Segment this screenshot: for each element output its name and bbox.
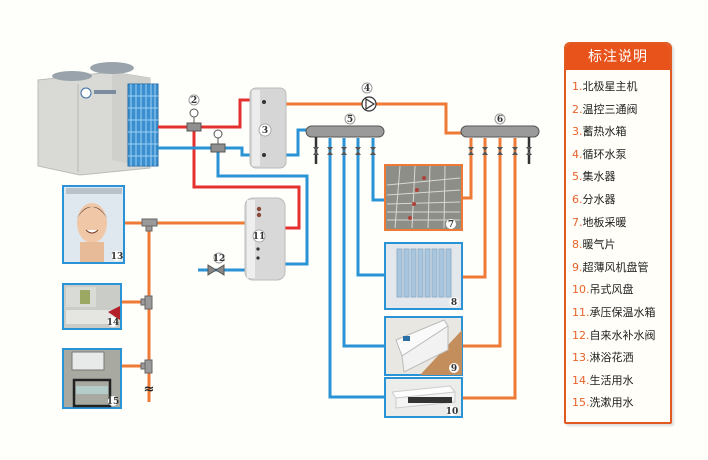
distributor-manifold: [460, 125, 540, 164]
circulation-pump[interactable]: [361, 96, 377, 112]
pipe-collector-to-floor: [371, 138, 385, 202]
heat-pump-unit: [37, 62, 159, 176]
marker-11: 11: [253, 232, 266, 242]
floor-heating-image: 7: [384, 164, 463, 231]
fan-coil-image: 9: [384, 316, 463, 376]
marker-4: 4: [364, 84, 370, 94]
legend-item: 9.超薄风机盘管: [572, 260, 649, 274]
legend-item: 11.承压保温水箱: [572, 305, 656, 319]
pipe-collector-to-fancoil: [342, 138, 385, 348]
radiator-image: 8: [384, 242, 463, 310]
pressurized-tank: 11: [244, 197, 286, 281]
ceiling-fan-coil-image: 10: [384, 377, 463, 418]
marker-9: 9: [451, 364, 457, 374]
collector-manifold: [305, 125, 385, 164]
makeup-water-valve[interactable]: [207, 264, 225, 276]
pipe-distributor-to-radiator: [463, 138, 487, 279]
legend-item: 10.吊式风盘: [572, 283, 634, 297]
collector-feed-pipe: [285, 128, 312, 157]
legend-item: 12.自来水补水阀: [572, 328, 656, 342]
legend-item: 8.暖气片: [572, 238, 616, 252]
hot-branch-pipe: [192, 127, 301, 230]
marker-5: 5: [347, 115, 353, 125]
hot-supply-pipe: [158, 98, 250, 129]
thermostatic-valve-return[interactable]: [210, 129, 226, 153]
legend-item: 15.洗漱用水: [572, 396, 634, 410]
storage-tank: 3: [249, 87, 287, 169]
pipe-collector-to-ceiling: [328, 138, 385, 399]
cold-return-pipe: [158, 146, 250, 157]
cold-branch-pipe: [216, 148, 309, 266]
legend-item: 4.循环水泵: [572, 147, 627, 161]
legend-item: 5.集水器: [572, 170, 616, 184]
pipe-distributor-to-floor: [462, 138, 473, 200]
pipe-distributor-to-fancoil: [463, 138, 502, 348]
pipe-distributor-to-ceiling: [463, 138, 517, 400]
legend-item: 1.北极星主机: [572, 80, 638, 93]
marker-13: 13: [111, 252, 124, 262]
marker-14: 14: [107, 318, 120, 328]
marker-3: 3: [262, 126, 268, 136]
kitchen-tap-image: 14: [62, 283, 122, 330]
marker-7: 7: [448, 220, 454, 230]
legend-item: 2.温控三通阀: [572, 102, 638, 116]
legend-title: 标注说明: [566, 44, 670, 70]
marker-15: 15: [107, 397, 120, 407]
thermostatic-valve[interactable]: [186, 108, 202, 132]
pipe-collector-to-radiator: [356, 138, 385, 277]
shower-image: 13: [62, 185, 125, 264]
pipe-tees: [140, 218, 158, 374]
legend-item: 7.地板采暖: [572, 215, 627, 229]
legend-panel: 标注说明 1.北极星主机 2.温控三通阀 3.蓄热水箱 4.循环水泵 5.集水器…: [564, 42, 672, 424]
marker-8: 8: [451, 298, 457, 308]
marker-2: 2: [191, 96, 197, 106]
wash-basin-image: 15: [62, 348, 122, 409]
marker-12: 12: [213, 254, 226, 264]
legend-list: 1.北极星主机 2.温控三通阀 3.蓄热水箱 4.循环水泵 5.集水器 6.分水…: [566, 76, 670, 415]
legend-item: 14.生活用水: [572, 373, 634, 387]
legend-item: 6.分水器: [572, 192, 616, 206]
marker-10: 10: [446, 407, 459, 417]
marker-6: 6: [497, 115, 503, 125]
legend-item: 13.淋浴花洒: [572, 351, 634, 365]
pipe-break-symbol: ≈: [144, 382, 155, 397]
legend-item: 3.蓄热水箱: [572, 125, 627, 139]
